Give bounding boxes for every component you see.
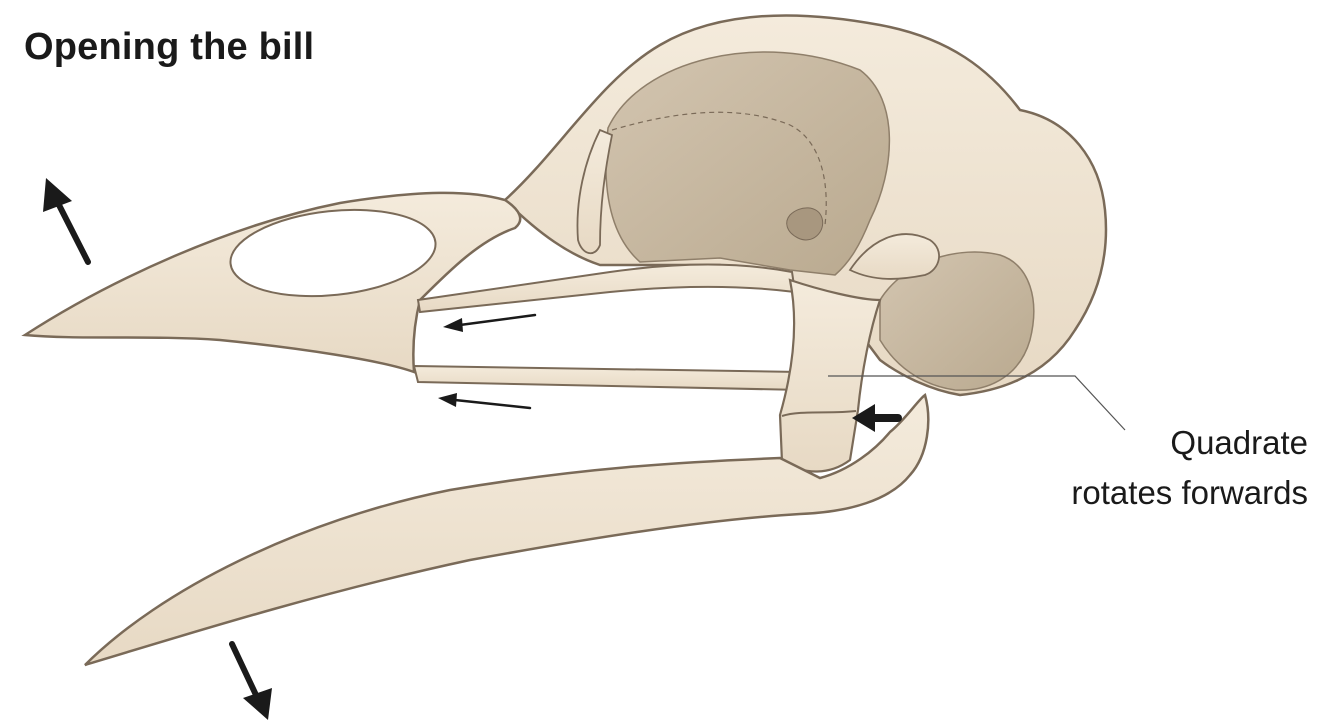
callout-line-1: Quadrate xyxy=(1071,418,1308,468)
orbit-cavity xyxy=(606,52,890,275)
callout-line-2: rotates forwards xyxy=(1071,468,1308,518)
jugal-bar xyxy=(414,366,802,390)
quadrate-callout: Quadrate rotates forwards xyxy=(1071,418,1308,518)
lower-jaw-arrow xyxy=(232,644,272,720)
diagram-title: Opening the bill xyxy=(24,26,314,69)
palatine-rod-arrow xyxy=(443,315,535,332)
upper-bill-arrow xyxy=(43,178,88,262)
jugal-bar-arrow xyxy=(438,393,530,408)
palatine-rod xyxy=(418,265,795,313)
